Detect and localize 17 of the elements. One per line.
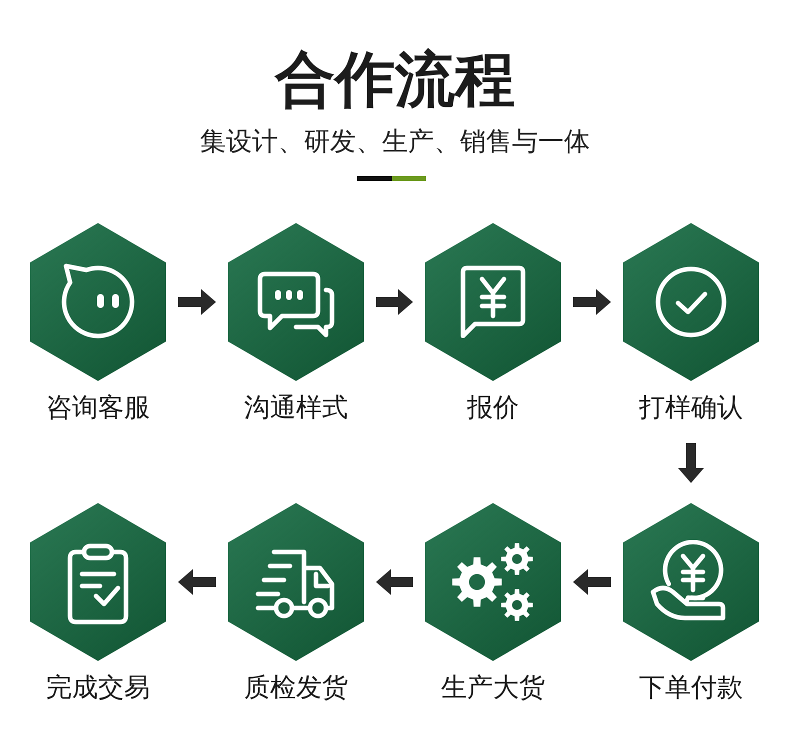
subtitle: 集设计、研发、生产、销售与一体 [200,126,590,159]
arrow [573,569,611,595]
step-label: 生产大货 [441,673,545,703]
arrow [178,569,216,595]
arrow [573,289,611,315]
step-label: 完成交易 [46,673,150,703]
arrow [376,289,413,315]
step-label: 下单付款 [639,673,743,703]
step-label: 打样确认 [639,393,743,423]
arrow [678,443,704,483]
arrow [376,569,413,595]
step-label: 咨询客服 [46,393,150,423]
step-label: 质检发货 [244,673,348,703]
step-label: 沟通样式 [244,393,348,423]
step-label: 报价 [467,393,519,423]
arrow [178,289,216,315]
title: 合作流程 [275,44,515,116]
